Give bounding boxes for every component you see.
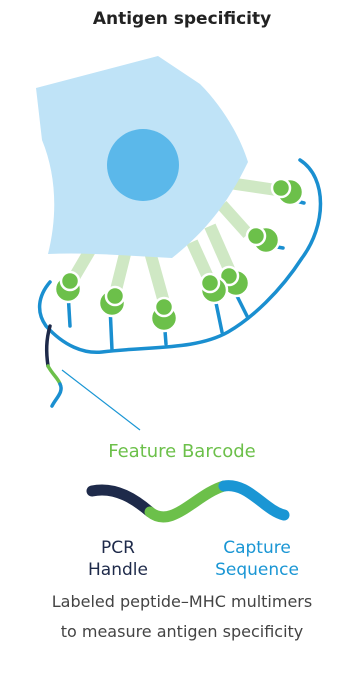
pcr-handle-label: PCR Handle [62, 537, 174, 581]
caption-line: to measure antigen specificity [0, 617, 364, 647]
capture-sequence-line: Capture [192, 537, 322, 559]
nucleus [107, 129, 179, 201]
pcr-handle-line: Handle [62, 559, 174, 581]
multimer [272, 179, 303, 205]
feature-barcode-oligo [92, 486, 284, 517]
capture-sequence-label: Capture Sequence [192, 537, 322, 581]
multimer [247, 227, 279, 253]
multimer [99, 287, 125, 316]
receptor [222, 205, 248, 234]
callout-line [62, 370, 140, 430]
capture-sequence-line: Sequence [192, 559, 322, 581]
multimer [55, 272, 81, 302]
pcr-handle-line: PCR [62, 537, 174, 559]
figure-caption: Labeled peptide–MHC multimers to measure… [0, 587, 364, 647]
caption-line: Labeled peptide–MHC multimers [0, 587, 364, 617]
multimer [151, 298, 177, 331]
feature-barcode-label: Feature Barcode [0, 441, 364, 463]
